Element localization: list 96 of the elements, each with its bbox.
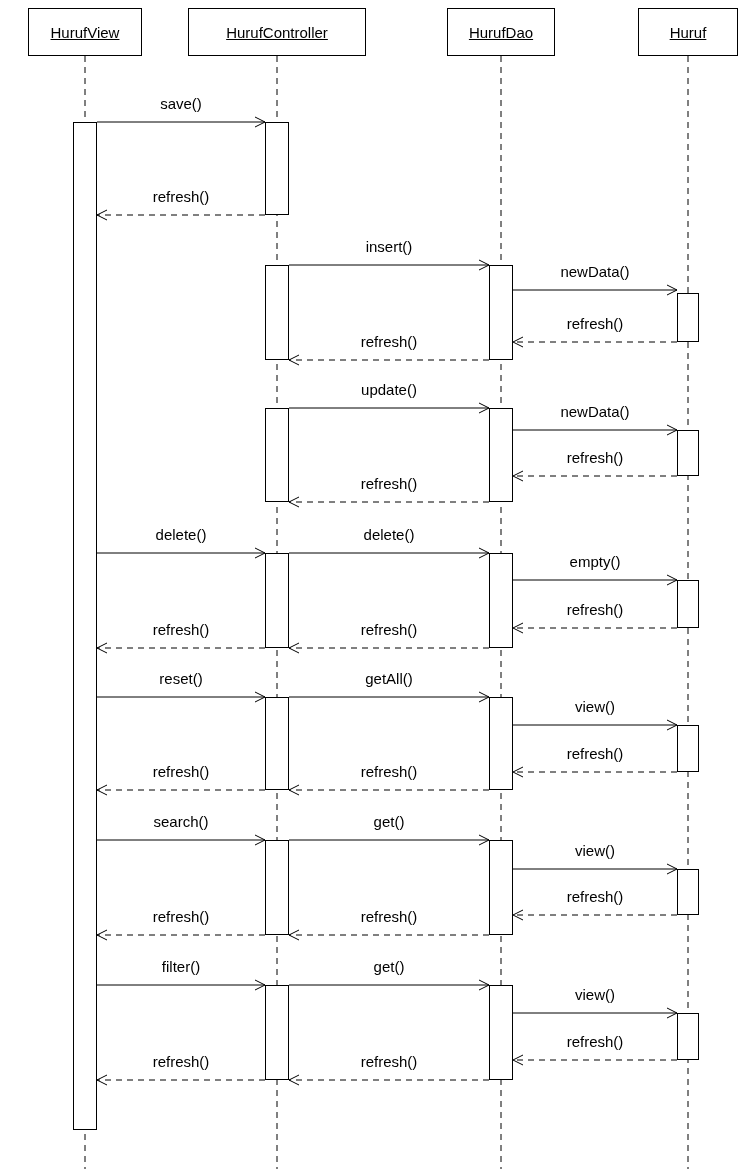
return-arrow bbox=[512, 336, 678, 348]
activation-bar bbox=[489, 265, 513, 360]
edge-label: refresh() bbox=[152, 621, 210, 638]
edge-label: newData() bbox=[560, 263, 630, 280]
edge-label: newData() bbox=[560, 403, 630, 420]
activation-bar bbox=[677, 293, 699, 342]
message-arrow bbox=[96, 691, 266, 703]
activation-bar bbox=[73, 122, 97, 1130]
activation-bar bbox=[265, 122, 289, 215]
edge-label: refresh() bbox=[360, 763, 418, 780]
return-arrow bbox=[96, 929, 266, 941]
message-arrow bbox=[96, 979, 266, 991]
edge-label: refresh() bbox=[360, 908, 418, 925]
edge-label: refresh() bbox=[566, 745, 624, 762]
return-arrow bbox=[288, 354, 490, 366]
return-arrow bbox=[512, 470, 678, 482]
edge-label: refresh() bbox=[152, 908, 210, 925]
message-arrow bbox=[288, 979, 490, 991]
object-name: HurufDao bbox=[468, 23, 534, 41]
return-arrow bbox=[96, 642, 266, 654]
message-arrow bbox=[512, 863, 678, 875]
object-box bbox=[447, 8, 555, 56]
activation-bar bbox=[265, 985, 289, 1080]
message-arrow bbox=[512, 574, 678, 586]
activation-bar bbox=[265, 697, 289, 790]
edge-label: refresh() bbox=[566, 888, 624, 905]
activation-bar bbox=[265, 553, 289, 648]
object-box bbox=[638, 8, 738, 56]
object-name: HurufView bbox=[50, 23, 120, 41]
edge-label: empty() bbox=[569, 553, 621, 570]
message-arrow bbox=[512, 719, 678, 731]
edge-label: reset() bbox=[159, 670, 203, 687]
activation-bar bbox=[677, 580, 699, 628]
edge-label: refresh() bbox=[566, 1033, 624, 1050]
return-arrow bbox=[288, 784, 490, 796]
activation-bar bbox=[489, 408, 513, 502]
edge-label: refresh() bbox=[360, 1053, 418, 1070]
activation-bar bbox=[489, 553, 513, 648]
object-name: HurufController bbox=[226, 23, 328, 41]
edge-label: view() bbox=[575, 698, 615, 715]
edge-label: refresh() bbox=[566, 315, 624, 332]
edge-label: update() bbox=[361, 381, 417, 398]
return-arrow bbox=[288, 642, 490, 654]
edge-label: refresh() bbox=[566, 601, 624, 618]
message-arrow bbox=[512, 424, 678, 436]
edge-label: filter() bbox=[161, 958, 201, 975]
object-name: Huruf bbox=[669, 23, 707, 41]
return-arrow bbox=[512, 622, 678, 634]
activation-bar bbox=[265, 840, 289, 935]
activation-bar bbox=[677, 869, 699, 915]
edge-label: view() bbox=[575, 986, 615, 1003]
activation-bar bbox=[677, 725, 699, 772]
edge-label: get() bbox=[373, 813, 405, 830]
edge-label: view() bbox=[575, 842, 615, 859]
edge-label: get() bbox=[373, 958, 405, 975]
message-arrow bbox=[96, 547, 266, 559]
edge-label: refresh() bbox=[152, 1053, 210, 1070]
activation-bar bbox=[265, 265, 289, 360]
activation-bar bbox=[677, 1013, 699, 1060]
return-arrow bbox=[96, 784, 266, 796]
message-arrow bbox=[96, 116, 266, 128]
edge-label: insert() bbox=[365, 238, 413, 255]
edge-label: refresh() bbox=[152, 763, 210, 780]
message-arrow bbox=[288, 691, 490, 703]
activation-bar bbox=[489, 985, 513, 1080]
object-box bbox=[28, 8, 142, 56]
message-arrow bbox=[512, 1007, 678, 1019]
return-arrow bbox=[288, 1074, 490, 1086]
message-arrow bbox=[288, 547, 490, 559]
edge-label: delete() bbox=[155, 526, 207, 543]
message-arrow bbox=[96, 834, 266, 846]
activation-bar bbox=[489, 840, 513, 935]
return-arrow bbox=[96, 1074, 266, 1086]
return-arrow bbox=[512, 766, 678, 778]
edge-label: delete() bbox=[363, 526, 415, 543]
message-arrow bbox=[288, 834, 490, 846]
edge-label: refresh() bbox=[152, 188, 210, 205]
edge-label: getAll() bbox=[365, 670, 413, 687]
return-arrow bbox=[288, 929, 490, 941]
activation-bar bbox=[265, 408, 289, 502]
activation-bar bbox=[677, 430, 699, 476]
return-arrow bbox=[96, 209, 266, 221]
message-arrow bbox=[512, 284, 678, 296]
object-box bbox=[188, 8, 366, 56]
edge-label: refresh() bbox=[360, 621, 418, 638]
activation-bar bbox=[489, 697, 513, 790]
edge-label: refresh() bbox=[360, 333, 418, 350]
return-arrow bbox=[512, 1054, 678, 1066]
return-arrow bbox=[288, 496, 490, 508]
edge-label: refresh() bbox=[566, 449, 624, 466]
message-arrow bbox=[288, 259, 490, 271]
edge-label: save() bbox=[160, 95, 202, 112]
edge-label: refresh() bbox=[360, 475, 418, 492]
message-arrow bbox=[288, 402, 490, 414]
return-arrow bbox=[512, 909, 678, 921]
edge-label: search() bbox=[153, 813, 209, 830]
